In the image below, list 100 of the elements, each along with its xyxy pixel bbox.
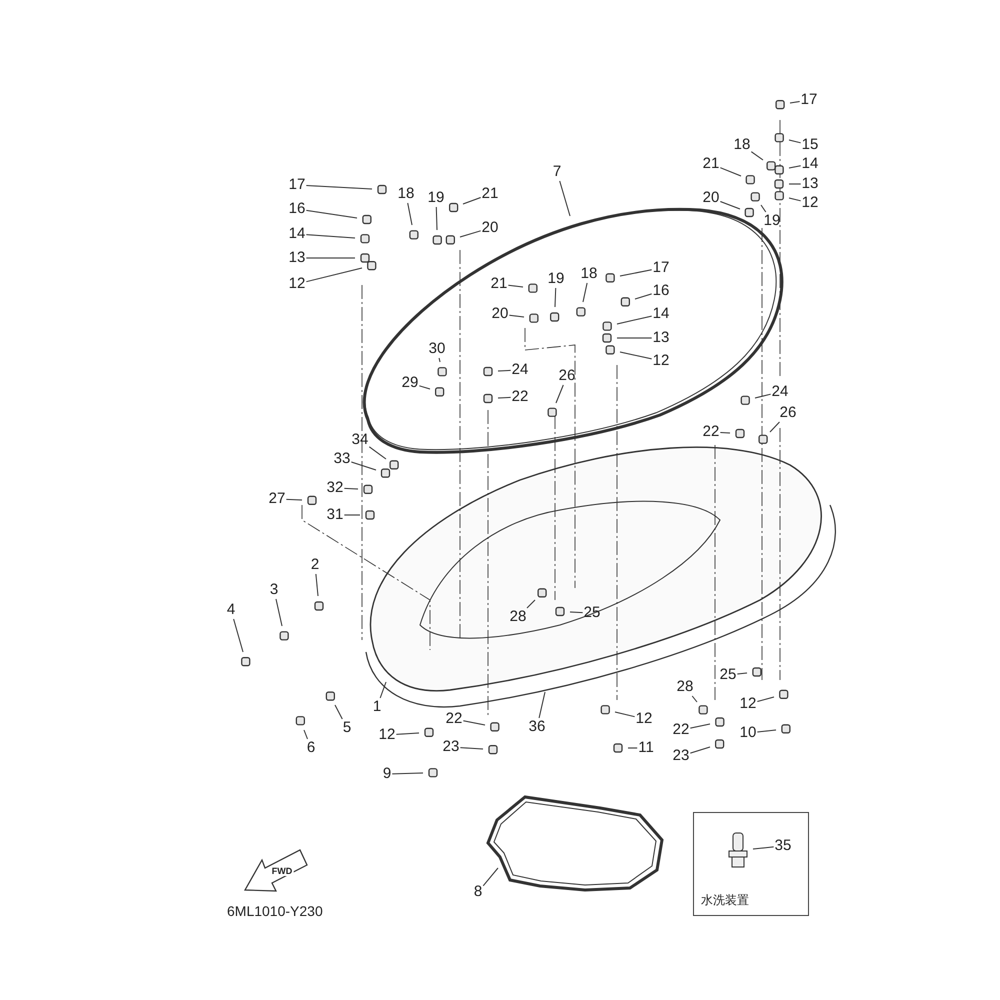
leader-line: [306, 185, 372, 190]
leader-line: [750, 151, 764, 160]
callout-number: 36: [528, 719, 546, 735]
callout-number: 33: [334, 451, 350, 467]
callout-number: 20: [492, 306, 508, 322]
callout-number: 35: [774, 838, 792, 854]
callout-number: 22: [702, 424, 720, 440]
leader-line: [760, 204, 766, 212]
leader-line: [407, 202, 412, 226]
leader-line: [436, 206, 438, 230]
callout-number: 28: [676, 679, 694, 695]
callout-number: 18: [398, 186, 414, 202]
leader-line: [554, 288, 556, 308]
callout-number: 11: [638, 740, 654, 756]
leader-line: [526, 600, 536, 608]
leader-line: [418, 385, 430, 390]
leader-line: [754, 394, 772, 398]
callout-number: 5: [342, 720, 352, 736]
leader-line: [380, 682, 386, 698]
leader-line: [620, 269, 652, 276]
callout-number: 10: [740, 725, 756, 741]
callout-number: 30: [428, 341, 446, 357]
leader-line: [498, 396, 512, 398]
part-code: 6ML1010-Y230: [227, 903, 323, 919]
callout-number: 27: [268, 491, 286, 507]
callout-number: 7: [552, 164, 562, 180]
callout-number: 29: [402, 375, 418, 391]
callout-number: 20: [702, 190, 720, 206]
leader-line: [616, 316, 652, 324]
callout-number: 16: [288, 201, 306, 217]
leader-line: [482, 868, 498, 886]
leader-line: [788, 198, 802, 202]
leader-line: [276, 598, 282, 626]
leader-line: [350, 462, 376, 470]
callout-number: 13: [652, 330, 670, 346]
leader-line: [614, 712, 636, 718]
leader-line: [720, 432, 730, 434]
leader-line: [508, 284, 524, 288]
callout-number: 21: [702, 156, 720, 172]
callout-number: 15: [802, 137, 818, 153]
callout-number: 22: [446, 711, 462, 727]
callout-number: 32: [326, 480, 344, 496]
leader-line: [556, 384, 564, 404]
callout-number: 21: [482, 186, 498, 202]
leader-line: [462, 720, 486, 726]
callout-number: 13: [288, 250, 306, 266]
callout-number: 9: [382, 766, 392, 782]
leader-line: [304, 730, 308, 740]
callout-number: 12: [652, 353, 670, 369]
callout-number: 13: [802, 176, 818, 192]
callout-number: 12: [636, 711, 652, 727]
leader-line: [690, 746, 710, 754]
callout-number: 21: [490, 276, 508, 292]
leader-line: [344, 514, 360, 516]
leader-line: [756, 730, 776, 732]
leader-line: [559, 180, 570, 216]
callout-number: 3: [270, 582, 278, 598]
leader-line: [736, 672, 748, 674]
leader-line: [570, 612, 584, 614]
callout-number: 19: [548, 271, 564, 287]
callout-number: 28: [510, 609, 526, 625]
callout-number: 19: [764, 213, 780, 229]
leader-line: [538, 692, 546, 718]
leader-line: [788, 165, 802, 168]
callout-number: 17: [652, 260, 670, 276]
leader-line: [306, 234, 356, 238]
callout-number: 12: [740, 696, 756, 712]
callout-number: 12: [288, 276, 306, 292]
leader-line: [790, 101, 800, 104]
callout-number: 14: [652, 306, 670, 322]
callout-number: 12: [378, 727, 396, 743]
callout-number: 22: [512, 389, 528, 405]
leader-line: [306, 210, 358, 218]
leader-line: [770, 422, 780, 432]
leader-line: [392, 772, 424, 774]
leader-line: [634, 293, 652, 300]
callout-number: 14: [802, 156, 818, 172]
callout-number: 8: [474, 884, 482, 900]
callout-number: 1: [372, 699, 382, 715]
callout-number: 23: [672, 748, 690, 764]
leader-line: [756, 696, 774, 702]
callout-number: 19: [428, 190, 444, 206]
leader-line: [306, 268, 362, 282]
callout-number: 12: [802, 195, 818, 211]
leader-line: [720, 167, 742, 176]
callout-number: 18: [580, 266, 598, 282]
callout-number: 25: [720, 667, 736, 683]
leader-line: [315, 574, 318, 596]
leader-line: [752, 846, 774, 850]
callout-number: 26: [780, 405, 796, 421]
leader-line: [498, 370, 512, 372]
leader-line: [396, 732, 420, 735]
leader-line: [233, 618, 244, 652]
leader-line: [692, 696, 698, 702]
leader-line: [368, 446, 386, 460]
inset-caption: 水洗装置: [701, 892, 749, 909]
callout-number: 6: [306, 740, 316, 756]
callout-number: 18: [734, 137, 750, 153]
leader-line: [334, 704, 343, 720]
leader-line: [788, 140, 802, 144]
